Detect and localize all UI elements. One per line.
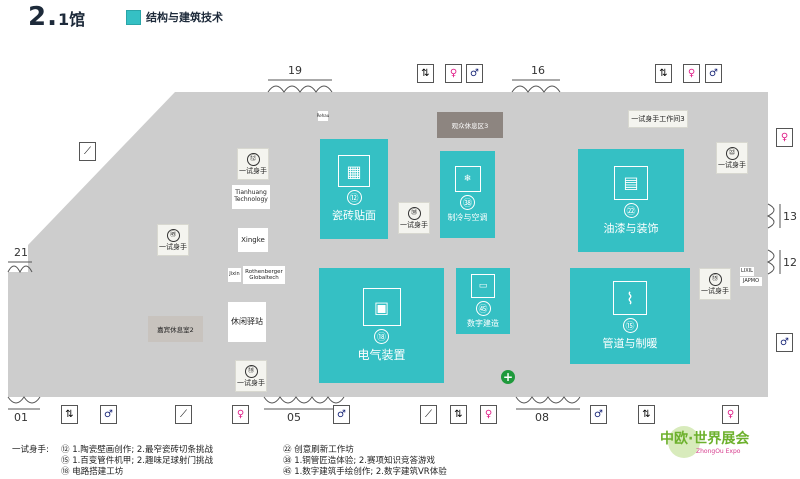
door-19-label: 19 [288, 64, 302, 77]
logo-subtext: ZhongOu Expo [696, 448, 741, 455]
tag-workshop-3[interactable]: 一试身手工作间3 [628, 110, 688, 128]
elevator-icon: ⇅ [61, 405, 78, 424]
booth-plumbing[interactable]: ⌇ ⑮ 管道与制暖 [570, 268, 690, 364]
hall-number: 2. [28, 2, 58, 32]
hall-suffix: 1馆 [57, 10, 86, 29]
expo-logo: 中欧·世界展会 ZhongOu Expo [660, 424, 780, 464]
booth-number: ㊺ [475, 300, 491, 316]
male-toilet-icon: ♂ [590, 405, 607, 424]
door-01-label: 01 [14, 411, 28, 424]
faucet-icon: ⌇ [613, 281, 647, 315]
footer-left-1: ⑫ 1.陶瓷壁画创作; 2.最窄瓷砖切条挑战 [61, 445, 213, 455]
door-19-arcs [7, 79, 781, 410]
guest-lounge-2[interactable]: 嘉宾休息室2 [148, 316, 203, 342]
monitor-icon: ▭ [471, 273, 495, 298]
escalator-icon: ⟋ [420, 405, 437, 424]
booth-number: ⑫ [346, 190, 362, 205]
female-toilet-icon: ♀ [683, 64, 700, 83]
air-conditioner-icon: ❄ [454, 166, 481, 192]
door-13-label: 13 [783, 210, 797, 223]
female-toilet-icon: ♀ [480, 405, 497, 424]
door-12-label: 12 [783, 256, 797, 269]
footer-right-3: ㊺ 1.数字建筑手绘创作; 2.数字建筑VR体验 [283, 467, 447, 477]
booth-number: ⑱ [374, 329, 389, 344]
booth-name: 管道与制暖 [602, 337, 658, 350]
female-toilet-icon: ♀ [722, 405, 739, 424]
footer-right-1: ㉒ 创意刷新工作坊 [283, 445, 354, 455]
booth-hvac[interactable]: ❄ ㊳ 制冷与空调 [440, 151, 495, 238]
footer-left-2: ⑮ 1.百变管件机甲; 2.趣味足球射门挑战 [61, 456, 213, 466]
door-08-label: 08 [535, 411, 549, 424]
booth-electric[interactable]: ▣ ⑱ 电气装置 [319, 268, 444, 383]
legend-swatch [126, 10, 141, 25]
elevator-icon: ⇅ [450, 405, 467, 424]
booth-name: 电气装置 [357, 348, 406, 362]
footer-right-2: ㊳ 1.铜管匠造体验; 2.赛项知识竞答游戏 [283, 456, 435, 466]
booth-name: 数字建造 [467, 318, 499, 328]
first-aid-icon: + [501, 370, 515, 384]
male-toilet-icon: ♂ [776, 333, 793, 352]
male-toilet-icon: ♂ [100, 405, 117, 424]
booth-digital[interactable]: ▭ ㊺ 数字建造 [456, 268, 510, 334]
globe-icon [668, 426, 700, 458]
exhibitor-jixin[interactable]: Jixin [228, 268, 241, 282]
female-toilet-icon: ♀ [776, 128, 793, 147]
tile-icon: ▦ [338, 155, 370, 187]
female-toilet-icon: ♀ [445, 64, 462, 83]
exhibitor-lixil[interactable]: LIXIL [740, 267, 754, 276]
male-toilet-icon: ♂ [705, 64, 722, 83]
booth-tile[interactable]: ▦ ⑫ 瓷砖贴面 [320, 139, 388, 239]
footer-prefix: 一试身手: [12, 445, 49, 455]
exhibitor-japmo[interactable]: JAPMO [740, 277, 762, 286]
footer-left-3: ⑱ 电路搭建工坊 [61, 467, 124, 477]
door-05-label: 05 [287, 411, 301, 424]
escalator-icon: ⟋ [79, 142, 96, 161]
elevator-icon: ⇅ [655, 64, 672, 83]
electric-panel-icon: ▣ [362, 288, 401, 326]
door-16-label: 16 [531, 64, 545, 77]
visitor-rest-area-3[interactable]: 观众休息区3 [437, 112, 503, 138]
booth-number: ⑮ [622, 318, 638, 333]
exhibitor-rehau[interactable]: Rehau [317, 111, 329, 121]
booth-name: 油漆与装饰 [603, 221, 659, 235]
logo-text: 中欧·世界展会 [660, 431, 750, 447]
exhibitor-xingke[interactable]: Xingke [238, 228, 268, 252]
legend-label: 结构与建筑技术 [146, 11, 223, 24]
hall-title: 2.1馆 [28, 2, 85, 32]
elevator-icon: ⇅ [417, 64, 434, 83]
exhibitor-tianhuang[interactable]: Tianhuang Technology [232, 185, 270, 209]
booth-number: ㊳ [460, 195, 475, 210]
escalator-icon: ⟋ [175, 405, 192, 424]
rest-station[interactable]: 休闲驿站 [228, 302, 266, 342]
booth-number: ㉒ [623, 202, 639, 218]
male-toilet-icon: ♂ [466, 64, 483, 83]
booth-paint[interactable]: ▤ ㉒ 油漆与装饰 [578, 149, 684, 252]
exhibitor-rothenberger[interactable]: Rothenberger Globaltech [243, 266, 285, 284]
male-toilet-icon: ♂ [333, 405, 350, 424]
door-21-label: 21 [14, 246, 28, 259]
female-toilet-icon: ♀ [232, 405, 249, 424]
paint-roller-icon: ▤ [614, 165, 648, 200]
elevator-icon: ⇅ [638, 405, 655, 424]
booth-name: 瓷砖贴面 [332, 209, 376, 222]
booth-name: 制冷与空调 [447, 213, 488, 222]
